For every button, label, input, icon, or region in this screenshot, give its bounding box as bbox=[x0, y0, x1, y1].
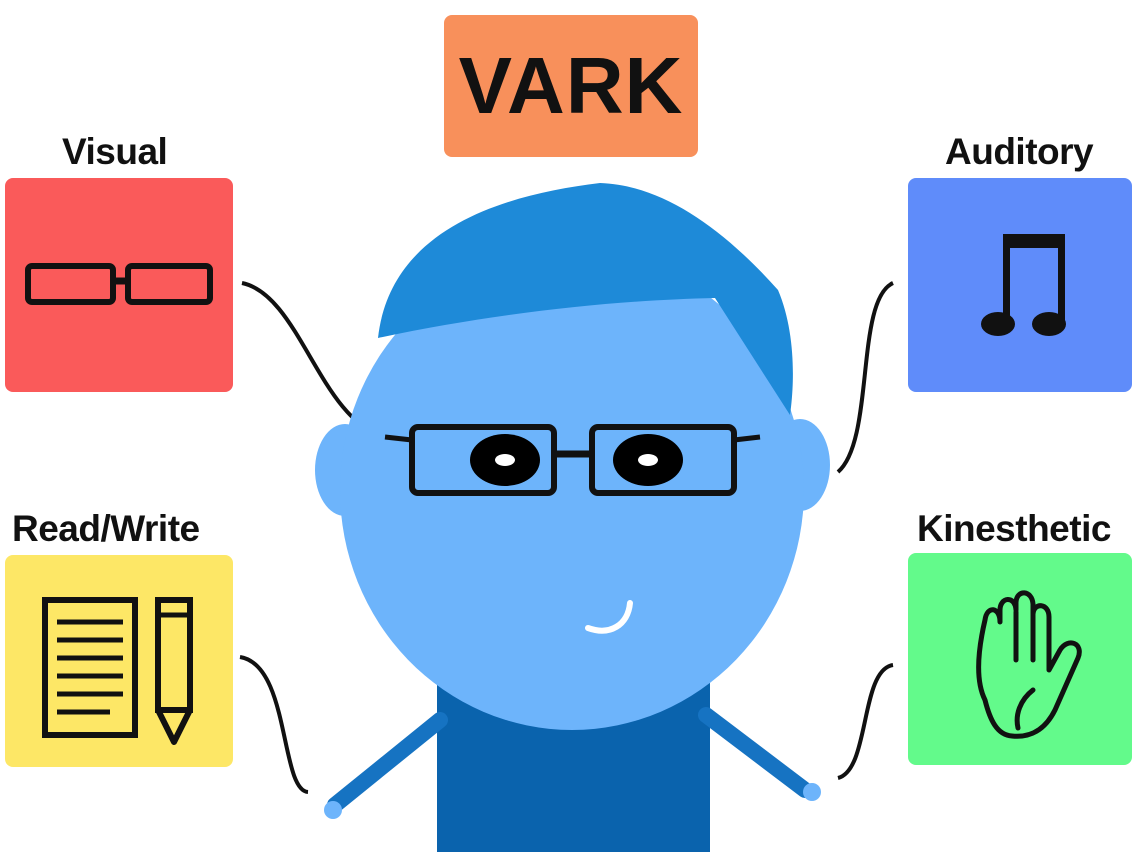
title-box: VARK bbox=[444, 15, 698, 157]
label-visual: Visual bbox=[62, 131, 168, 172]
label-kinesthetic: Kinesthetic bbox=[917, 508, 1111, 549]
music-note-icon bbox=[981, 234, 1066, 336]
glasses-icon bbox=[25, 263, 213, 305]
smile bbox=[585, 600, 633, 634]
right-arm bbox=[698, 707, 813, 798]
left-hand bbox=[324, 801, 342, 819]
document-pencil-icon bbox=[42, 597, 193, 745]
right-hand bbox=[803, 783, 821, 801]
title: VARK bbox=[458, 41, 684, 130]
auditory-card bbox=[908, 178, 1132, 392]
hair bbox=[378, 183, 793, 415]
head bbox=[340, 250, 804, 730]
visual-card bbox=[5, 178, 233, 392]
label-auditory: Auditory bbox=[945, 131, 1094, 172]
left-arm bbox=[327, 712, 448, 813]
auditory-connector bbox=[836, 281, 895, 474]
kinesthetic-connector bbox=[837, 663, 894, 780]
hand-icon bbox=[976, 590, 1082, 739]
read-write-connector bbox=[239, 655, 309, 794]
eyes bbox=[470, 434, 683, 486]
kinesthetic-card bbox=[908, 553, 1132, 765]
face-glasses bbox=[384, 424, 761, 496]
label-read-write: Read/Write bbox=[12, 508, 200, 549]
